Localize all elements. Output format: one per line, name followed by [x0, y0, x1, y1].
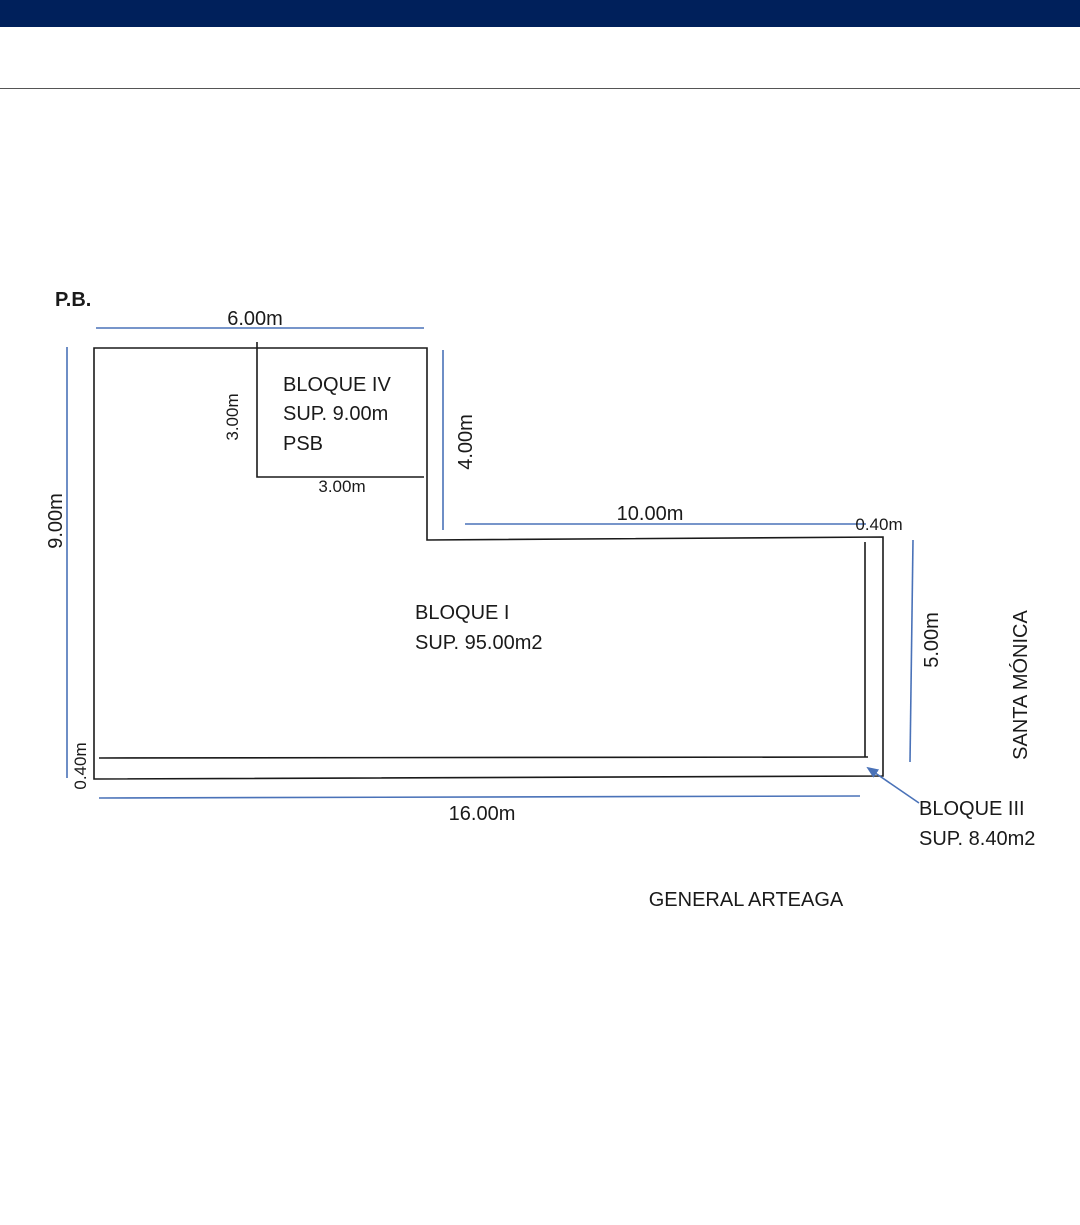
dim-label-bloque-iv-height: 3.00m: [223, 393, 242, 440]
dim-label-corner-strip: 0.40m: [855, 515, 902, 534]
dim-label-bottom-width: 16.00m: [449, 803, 516, 825]
street-label-bottom: GENERAL ARTEAGA: [649, 889, 844, 911]
dim-label-bloque-iv-width: 3.00m: [318, 477, 365, 496]
dim-label-right-height: 5.00m: [921, 612, 943, 668]
walls: [93, 342, 884, 780]
dim-label-step-height: 4.00m: [455, 414, 477, 470]
dim-label-bottom-strip: 0.40m: [71, 742, 90, 789]
level-label: P.B.: [55, 289, 91, 311]
bloque-iv-wall: [256, 342, 424, 478]
dim-line-right-height: [909, 539, 914, 763]
dim-label-left-height: 9.00m: [45, 493, 67, 549]
bloque-iii-area: SUP. 8.40m2: [919, 828, 1035, 850]
dim-label-top-width: 6.00m: [227, 308, 283, 330]
dim-label-right-width: 10.00m: [617, 503, 684, 525]
top-header-bar: [0, 0, 1080, 27]
header-divider: [0, 88, 1080, 89]
dim-line-bottom: [98, 795, 861, 799]
bloque-iii-arrow: [866, 766, 920, 804]
bloque-iv-name: BLOQUE IV: [283, 374, 391, 396]
bloque-iv-area: SUP. 9.00m: [283, 403, 388, 425]
inner-bottom-wall: [98, 756, 869, 759]
outer-wall: [93, 347, 884, 780]
dimension-lines: [66, 327, 920, 804]
bloque-iii-name: BLOQUE III: [919, 798, 1025, 820]
bloque-i-name: BLOQUE I: [415, 602, 509, 624]
street-label-right: SANTA MÓNICA: [1009, 610, 1032, 760]
bloque-i-area: SUP. 95.00m2: [415, 632, 543, 654]
bloque-iv-note: PSB: [283, 433, 323, 455]
